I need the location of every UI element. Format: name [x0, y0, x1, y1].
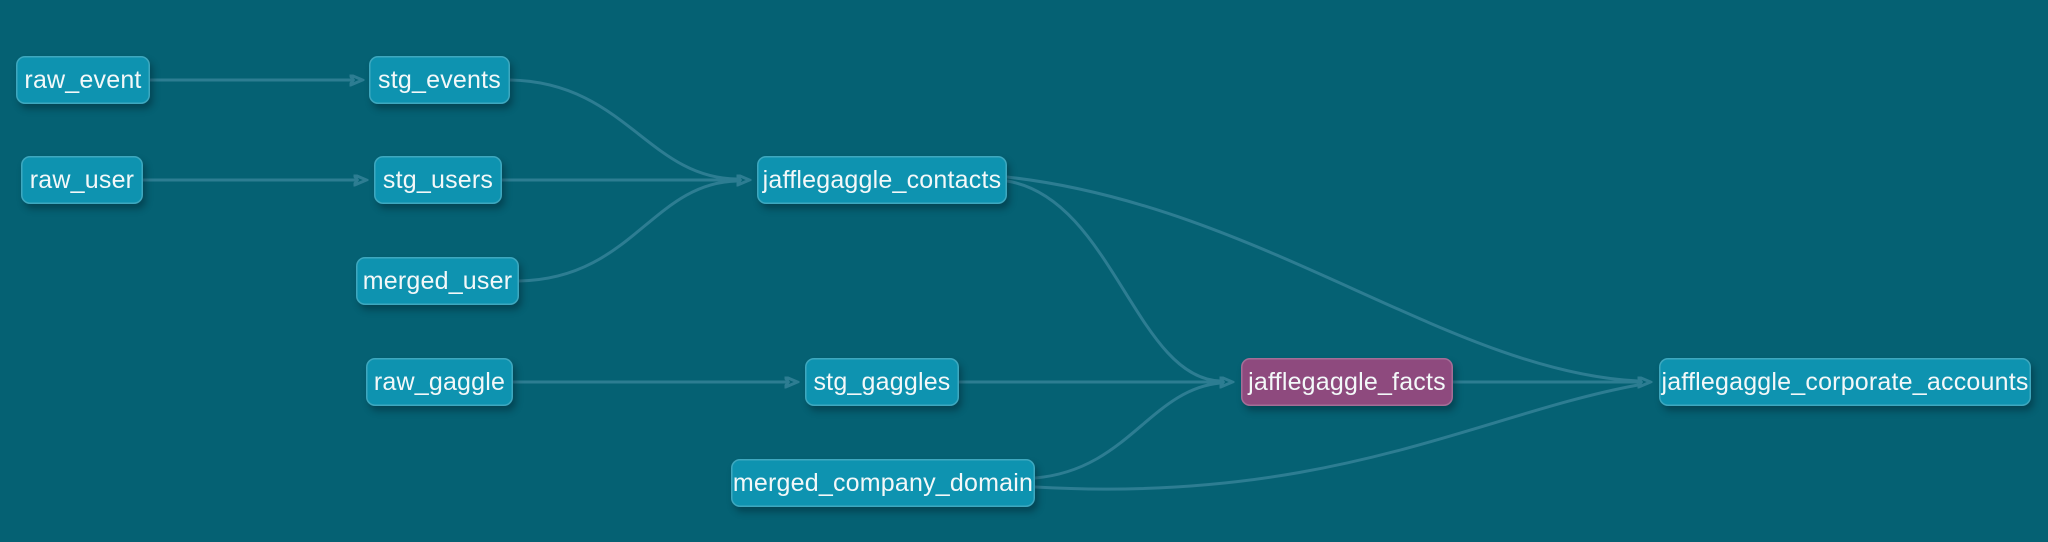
- node-merged_company_domain[interactable]: merged_company_domain: [731, 459, 1035, 507]
- edge-jafflegaggle_contacts-jafflegaggle_corporate_accounts: [1005, 175, 1640, 383]
- node-merged_user[interactable]: merged_user: [356, 257, 519, 305]
- node-raw_gaggle[interactable]: raw_gaggle: [366, 358, 513, 406]
- edge-merged_company_domain-jafflegaggle_facts: [1033, 381, 1222, 480]
- node-jafflegaggle_contacts[interactable]: jafflegaggle_contacts: [757, 156, 1007, 204]
- edge-merged_company_domain-jafflegaggle_corporate_accounts: [1033, 383, 1640, 491]
- node-raw_user[interactable]: raw_user: [21, 156, 143, 204]
- edge-stg_events-jafflegaggle_contacts: [508, 78, 739, 181]
- edge-merged_user-jafflegaggle_contacts: [517, 179, 739, 283]
- node-raw_event[interactable]: raw_event: [16, 56, 150, 104]
- node-stg_gaggles[interactable]: stg_gaggles: [805, 358, 959, 406]
- node-stg_users[interactable]: stg_users: [374, 156, 502, 204]
- node-stg_events[interactable]: stg_events: [369, 56, 510, 104]
- edge-jafflegaggle_contacts-jafflegaggle_facts: [1005, 179, 1222, 383]
- node-jafflegaggle_corporate_accounts[interactable]: jafflegaggle_corporate_accounts: [1659, 358, 2031, 406]
- node-jafflegaggle_facts[interactable]: jafflegaggle_facts: [1241, 358, 1453, 406]
